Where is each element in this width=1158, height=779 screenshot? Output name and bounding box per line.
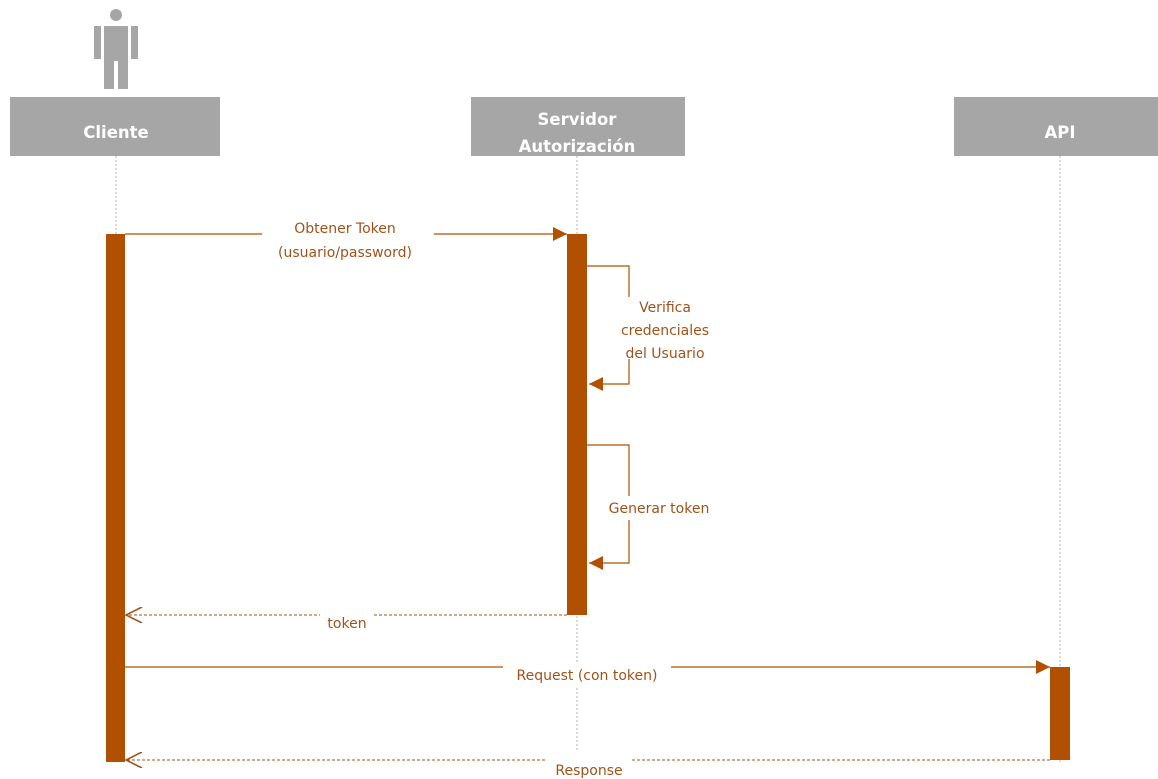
message-obtener-token-line1: Obtener Token (294, 221, 396, 237)
return-response-label: Response (555, 763, 622, 779)
return-token-label: token (327, 616, 366, 632)
participant-cliente-label: Cliente (83, 123, 148, 142)
message-request-label: Request (con token) (517, 668, 658, 684)
activation-servidor (567, 234, 587, 615)
participant-servidor: Servidor Autorización (471, 97, 685, 156)
self-message-verifica-line3: del Usuario (625, 346, 704, 362)
activation-api (1050, 667, 1070, 760)
self-message-generar: Generar token (587, 444, 720, 570)
return-response: Response (126, 759, 1050, 779)
self-message-verifica: Verifica credenciales del Usuario (587, 265, 718, 391)
participant-api: API (954, 97, 1158, 156)
return-token: token (126, 612, 567, 634)
message-obtener-token: Obtener Token (usuario/password) (125, 220, 567, 262)
person-icon (94, 9, 138, 89)
participant-cliente: Cliente (10, 97, 220, 156)
participant-servidor-label-line2: Autorización (519, 137, 636, 156)
participant-servidor-label-line1: Servidor (538, 110, 618, 129)
self-message-verifica-line2: credenciales (621, 323, 709, 339)
self-message-verifica-line1: Verifica (639, 300, 691, 316)
activation-cliente (106, 234, 125, 762)
message-obtener-token-line2: (usuario/password) (278, 245, 412, 261)
self-message-generar-label: Generar token (609, 501, 710, 517)
message-request: Request (con token) (125, 660, 1050, 686)
participant-api-label: API (1044, 123, 1075, 142)
